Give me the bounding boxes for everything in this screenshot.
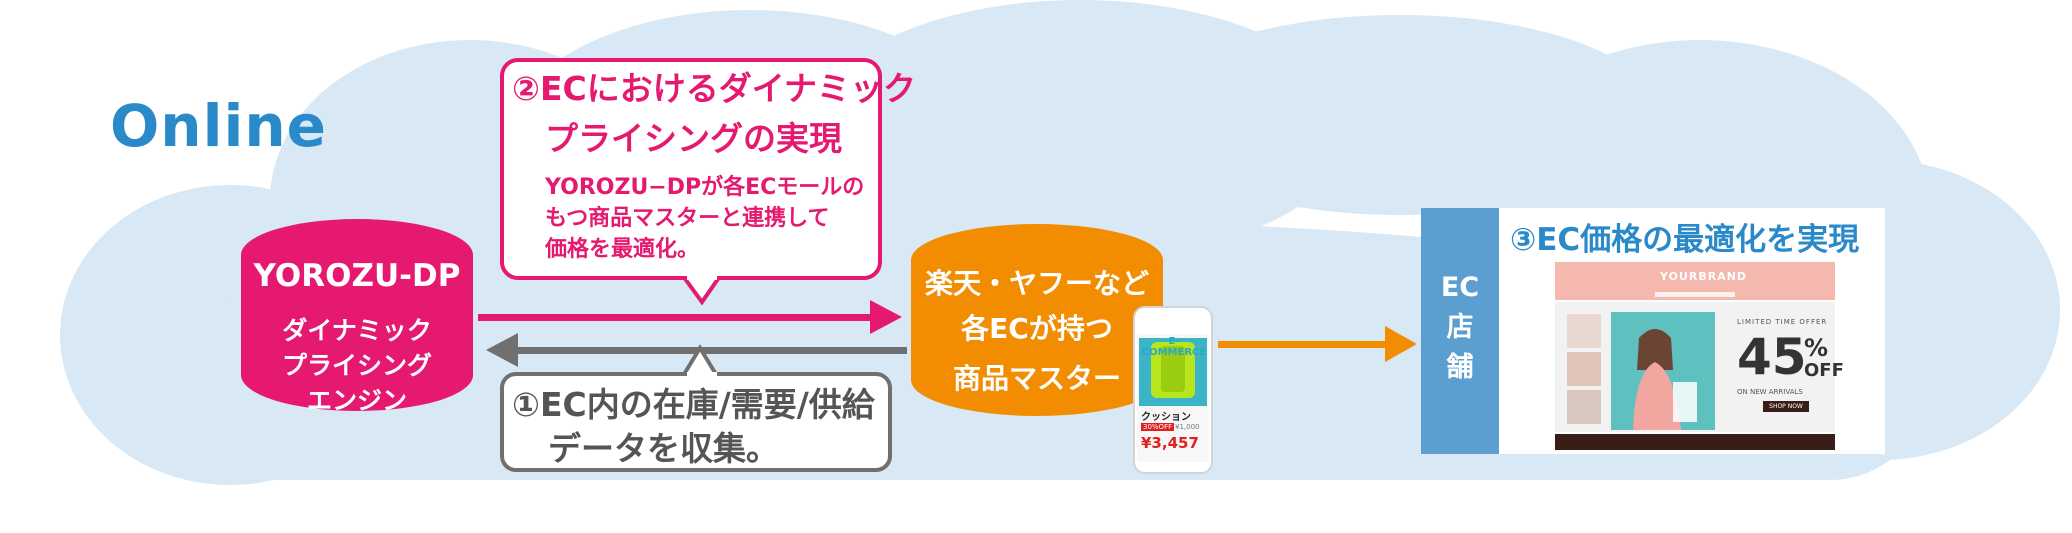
mockup-arrivals: ON NEW ARRIVALS <box>1737 388 1803 396</box>
engine-title: YOROZU-DP <box>253 258 461 294</box>
website-mockup <box>1555 262 1835 450</box>
collect-callout-line-2: データを収集。 <box>548 429 779 468</box>
phone-old-price: ¥1,000 <box>1175 423 1200 431</box>
mockup-discount: 45 <box>1737 328 1807 386</box>
ec-store-label-3: 舗 <box>1446 352 1474 383</box>
phone-price: ¥3,457 <box>1141 434 1199 452</box>
phone-header: E-COMMERCE <box>1141 336 1207 358</box>
engine-line-2: プライシング <box>281 351 432 380</box>
phone-discount-badge: 30%OFF <box>1141 423 1175 431</box>
pricing-callout-title-2: プライシングの実現 <box>545 119 842 158</box>
engine-cylinder <box>241 219 473 411</box>
engine-line-1: ダイナミック <box>282 316 432 345</box>
pricing-callout-desc: YOROZU−DPが各ECモールの もつ商品マスターと連携して 価格を最適化。 <box>545 172 875 265</box>
orange-arrow-right <box>1218 326 1417 362</box>
master-line-2: 各ECが持つ <box>961 312 1113 345</box>
mockup-off: OFF <box>1804 360 1844 381</box>
gray-tail-cover <box>687 372 717 380</box>
engine-line-3: エンジン <box>306 386 407 415</box>
ec-store-label-2: 店 <box>1446 312 1474 343</box>
phone-screen <box>1137 322 1209 462</box>
pricing-callout-title-1: ②ECにおけるダイナミック <box>512 69 917 108</box>
pricing-desc-line-3: 価格を最適化。 <box>545 237 700 262</box>
phone-product-name: クッション <box>1141 412 1191 423</box>
ec-store-label-1: EC <box>1440 272 1480 303</box>
collect-callout-line-1: ①EC内の在庫/需要/供給 <box>512 385 875 424</box>
mockup-shop-button: SHOP NOW <box>1763 401 1809 412</box>
section-heading: Online <box>110 92 327 160</box>
pink-arrow-right <box>478 300 902 334</box>
master-line-1: 楽天・ヤフーなど <box>924 267 1149 300</box>
ec-store-bar <box>1421 208 1499 454</box>
mockup-brand: YOURBRAND <box>1660 270 1748 283</box>
gray-arrow-left <box>486 333 907 367</box>
mockup-percent: % <box>1804 334 1829 362</box>
mockup-offer-label: LIMITED TIME OFFER <box>1737 318 1828 326</box>
ec-store-title: ③EC価格の最適化を実現 <box>1510 222 1860 258</box>
ec-store-label: EC 店 舗 <box>1421 268 1499 388</box>
master-line-3: 商品マスター <box>952 362 1121 395</box>
master-cylinder <box>911 224 1163 416</box>
pink-tail-cover <box>687 272 717 280</box>
pricing-desc-line-2: もつ商品マスターと連携して <box>545 206 830 231</box>
pricing-desc-line-1: YOROZU−DPが各ECモールの <box>545 175 865 200</box>
